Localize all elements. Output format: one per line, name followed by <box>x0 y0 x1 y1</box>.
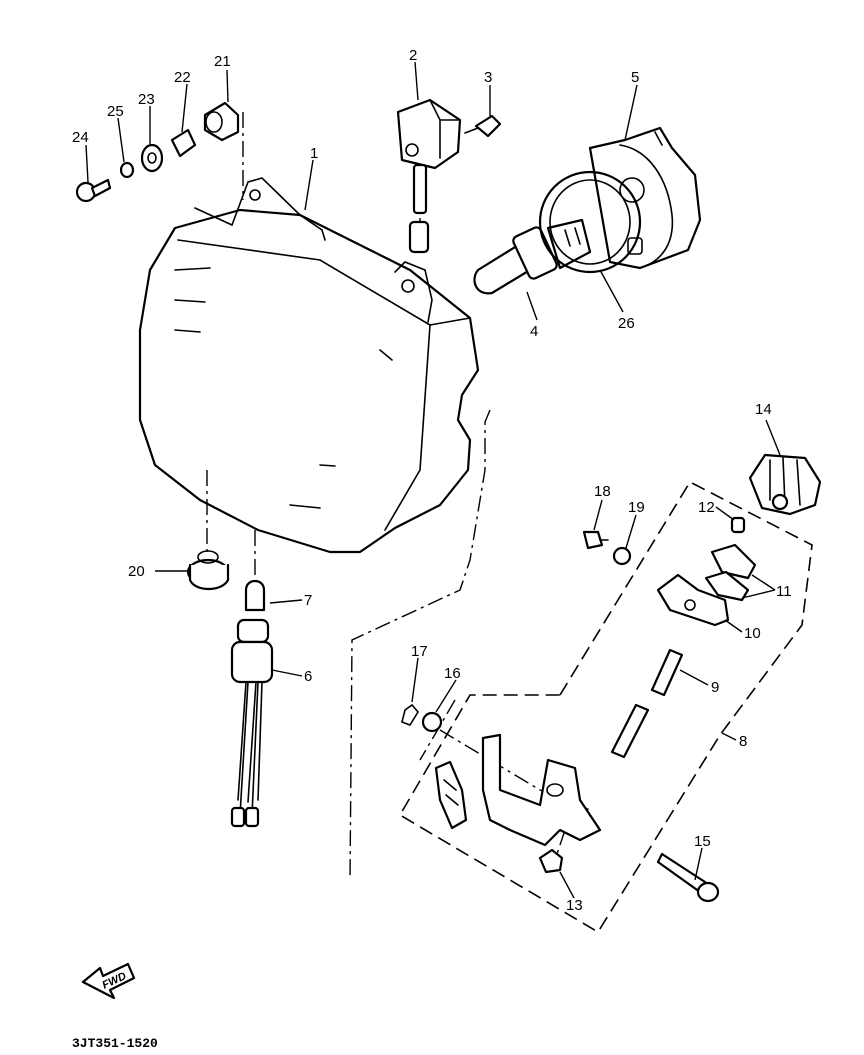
forward-arrow-icon: FWD <box>81 962 136 1000</box>
bracket-assembly-outline <box>398 480 813 934</box>
callout-17: 17 <box>411 643 428 660</box>
adjust-knob <box>748 453 822 516</box>
callout-21: 21 <box>214 53 231 70</box>
callout-16: 16 <box>444 665 461 682</box>
callout-4: 4 <box>530 323 538 340</box>
pilot-lamp-assembly <box>230 579 274 828</box>
callout-14: 14 <box>755 401 772 418</box>
callout-13: 13 <box>566 897 583 914</box>
callout-20: 20 <box>128 563 145 580</box>
mounting-bracket <box>434 733 602 874</box>
callout-23: 23 <box>138 91 155 108</box>
callout-5: 5 <box>631 69 639 86</box>
adjuster-bracket <box>396 98 502 254</box>
grommet-set <box>75 101 240 203</box>
callout-9: 9 <box>711 679 719 696</box>
callout-22: 22 <box>174 69 191 86</box>
headlight-housing <box>138 177 480 554</box>
callout-15: 15 <box>694 833 711 850</box>
callout-labels: 2 3 5 1 4 26 21 22 23 25 24 20 7 6 14 18… <box>72 47 792 914</box>
callout-3: 3 <box>484 69 492 86</box>
callout-12: 12 <box>698 499 715 516</box>
socket-cover <box>588 126 702 270</box>
callout-18: 18 <box>594 483 611 500</box>
headlight-bulb <box>473 218 592 295</box>
leader-lines <box>85 61 781 899</box>
callout-8: 8 <box>739 733 747 750</box>
callout-19: 19 <box>628 499 645 516</box>
callout-25: 25 <box>107 103 124 120</box>
callout-1: 1 <box>310 145 318 162</box>
long-bolt <box>656 852 720 903</box>
callout-24: 24 <box>72 129 89 146</box>
callout-6: 6 <box>304 668 312 685</box>
diagram-code: 3JT351-1520 <box>72 1036 158 1051</box>
rubber-grommet <box>186 550 230 591</box>
callout-10: 10 <box>744 625 761 642</box>
callout-11: 11 <box>776 583 792 600</box>
callout-26: 26 <box>618 315 635 332</box>
small-hardware <box>401 516 746 733</box>
callout-7: 7 <box>304 592 312 609</box>
callout-2: 2 <box>409 47 417 64</box>
adjuster-rods <box>610 648 684 759</box>
adjust-plates <box>656 543 757 627</box>
retaining-ring <box>538 170 642 274</box>
